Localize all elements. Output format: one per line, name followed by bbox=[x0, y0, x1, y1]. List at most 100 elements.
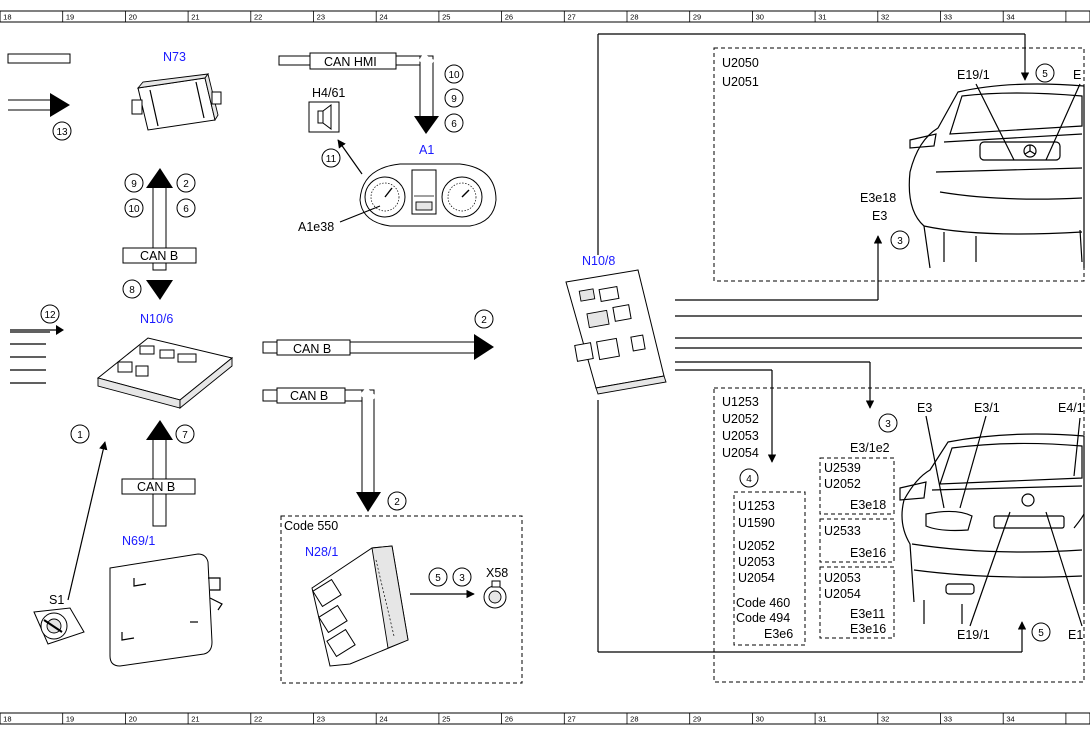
step-number: 5 bbox=[1042, 69, 1048, 80]
step-number: 4 bbox=[746, 474, 752, 485]
box-e3e6-line-7: Code 494 bbox=[736, 611, 790, 625]
s1-switch-icon[interactable] bbox=[33, 607, 85, 645]
ruler-column-label: 32 bbox=[881, 13, 889, 22]
n73-module-icon[interactable] bbox=[131, 72, 222, 131]
rear-bottom-code-1: U1253 bbox=[722, 395, 759, 409]
can-b-label: CAN B bbox=[293, 342, 331, 356]
ruler-column-label: 27 bbox=[567, 13, 575, 22]
n73-label: N73 bbox=[163, 50, 186, 64]
step-circle: 4 bbox=[739, 468, 759, 488]
step-circle: 3 bbox=[878, 413, 898, 433]
e19-1-label-bottom: E19/1 bbox=[957, 628, 990, 642]
a1e38-label: A1e38 bbox=[298, 220, 334, 234]
e19-1-label-top: E19/1 bbox=[957, 68, 990, 82]
step-circle: 5 bbox=[428, 567, 448, 587]
ruler-column-label: 27 bbox=[567, 715, 575, 724]
step-circle: 5 bbox=[1035, 63, 1055, 83]
e3-label-top: E3 bbox=[872, 209, 887, 223]
n10-6-module-icon[interactable] bbox=[96, 337, 234, 409]
can-b-vertical-line-lower bbox=[146, 420, 173, 527]
box-e3e11-component-2: E3e16 bbox=[850, 622, 886, 636]
n28-1-module-icon[interactable] bbox=[311, 545, 409, 667]
e1-label-bottom: E1 bbox=[1068, 628, 1083, 642]
step-circle: 2 bbox=[176, 173, 196, 193]
can-b-label: CAN B bbox=[137, 480, 175, 494]
ruler-column-label: 18 bbox=[3, 715, 11, 724]
ruler-column-label: 34 bbox=[1006, 13, 1014, 22]
e4-1-leader-bottom bbox=[1073, 417, 1081, 477]
box-e3e6-line-6: Code 460 bbox=[736, 596, 790, 610]
left-edge-lines bbox=[7, 53, 71, 384]
can-b-label: CAN B bbox=[140, 249, 178, 263]
step-number: 3 bbox=[885, 419, 891, 430]
instrument-cluster-icon[interactable] bbox=[359, 163, 497, 227]
e19-1-leader-bottom-a bbox=[969, 511, 1011, 627]
step-circle: 9 bbox=[124, 173, 144, 193]
step-circle: 6 bbox=[176, 198, 196, 218]
step-circle: 13 bbox=[52, 121, 72, 141]
ruler-column-label: 28 bbox=[630, 13, 638, 22]
can-b-box-upper: CAN B bbox=[122, 247, 197, 264]
step-number: 9 bbox=[451, 94, 457, 105]
step-circles: 13 9 2 10 6 8 12 1 7 10 9 6 11 2 2 5 3 5… bbox=[40, 63, 1055, 642]
box-e3e11-line-2: U2054 bbox=[824, 587, 861, 601]
ruler-column-label: 34 bbox=[1006, 715, 1014, 724]
step-circle: 9 bbox=[444, 88, 464, 108]
x58-connector-icon[interactable] bbox=[483, 580, 507, 609]
ruler-column-label: 28 bbox=[630, 715, 638, 724]
n69-1-module-icon[interactable] bbox=[109, 553, 223, 667]
step-number: 10 bbox=[128, 204, 140, 215]
ruler-column-label: 25 bbox=[442, 715, 450, 724]
rear-top-code-1: U2050 bbox=[722, 56, 759, 70]
step-number: 3 bbox=[897, 236, 903, 247]
step-circle: 2 bbox=[387, 491, 407, 511]
step-circle: 10 bbox=[124, 198, 144, 218]
code-550-box bbox=[280, 515, 523, 684]
n10-6-label: N10/6 bbox=[140, 312, 173, 326]
step-circle: 3 bbox=[890, 230, 910, 250]
ruler-column-label: 22 bbox=[254, 715, 262, 724]
step-circle: 12 bbox=[40, 304, 60, 324]
step-number: 2 bbox=[481, 315, 487, 326]
ruler-column-label: 26 bbox=[505, 715, 513, 724]
ruler-column-label: 33 bbox=[944, 715, 952, 724]
e19-1-leader-bottom-b bbox=[1045, 511, 1083, 627]
e3-1e2-label: E3/1e2 bbox=[850, 441, 890, 455]
arrow-1-s1 bbox=[67, 441, 108, 601]
e19-1-leader-top-a bbox=[975, 83, 1015, 161]
rear-bottom-code-2: U2052 bbox=[722, 412, 759, 426]
rear-bottom-code-4: U2054 bbox=[722, 446, 759, 460]
ruler-column-label: 29 bbox=[693, 13, 701, 22]
ruler-column-label: 24 bbox=[379, 715, 387, 724]
ruler-frame bbox=[0, 712, 1090, 725]
step-circle: 8 bbox=[122, 279, 142, 299]
n10-8-output-lines bbox=[597, 33, 1082, 653]
e19-1-leader-top-b bbox=[1045, 83, 1081, 161]
ruler-frame bbox=[0, 10, 1090, 23]
box-e3e6-line-3: U2052 bbox=[738, 539, 775, 553]
ruler-column-label: 31 bbox=[818, 13, 826, 22]
ruler-column-label: 26 bbox=[505, 13, 513, 22]
step-number: 8 bbox=[129, 285, 135, 296]
n69-1-label: N69/1 bbox=[122, 534, 155, 548]
speaker-icon[interactable] bbox=[308, 101, 340, 133]
e-label-top: E bbox=[1073, 68, 1081, 82]
box-e3e11 bbox=[819, 566, 895, 639]
can-b-box-lower: CAN B bbox=[121, 478, 196, 495]
step-number: 6 bbox=[451, 119, 457, 130]
e3e18-label-top: E3e18 bbox=[860, 191, 896, 205]
step-number: 13 bbox=[56, 127, 68, 138]
box-e3e16-component: E3e16 bbox=[850, 546, 886, 560]
step-number: 7 bbox=[182, 430, 188, 441]
step-number: 5 bbox=[1038, 628, 1044, 639]
box-e3e18 bbox=[819, 457, 895, 515]
box-e3e6-line-4: U2053 bbox=[738, 555, 775, 569]
left-double-arrow bbox=[8, 93, 70, 117]
n10-8-module-icon[interactable] bbox=[565, 269, 667, 395]
step-circle: 10 bbox=[444, 64, 464, 84]
n10-8-label: N10/8 bbox=[582, 254, 615, 268]
step-number: 12 bbox=[44, 310, 56, 321]
step-number: 10 bbox=[448, 70, 460, 81]
ruler-column-label: 19 bbox=[66, 715, 74, 724]
